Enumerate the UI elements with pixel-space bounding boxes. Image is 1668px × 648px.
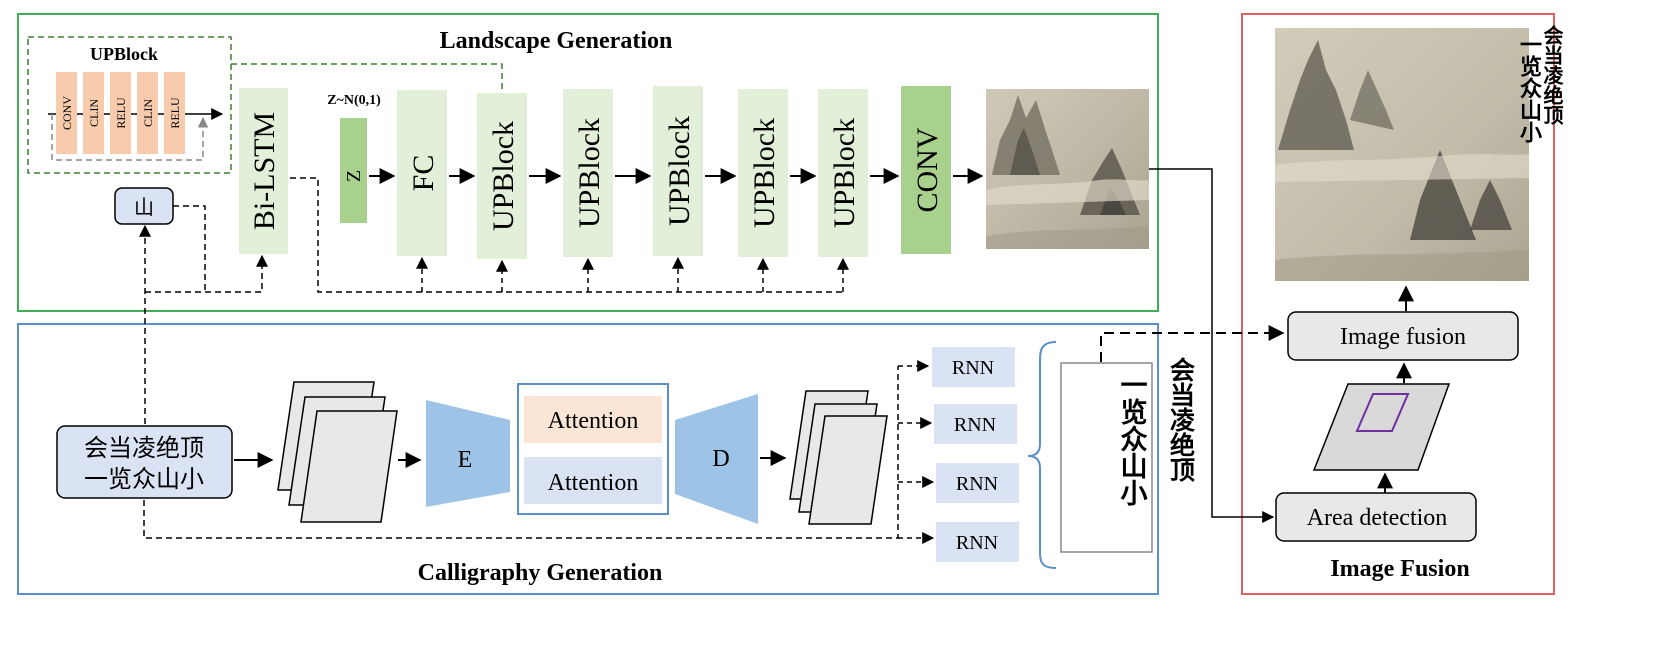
- calligraphy-generation-title: Calligraphy Generation: [418, 560, 663, 586]
- noise-label: Z~N(0,1): [327, 93, 381, 108]
- inset-layer-label: CLIN: [141, 99, 155, 127]
- calligraphy-to-fusion-connector: [1100, 325, 1285, 362]
- attention-top-label: Attention: [548, 408, 639, 434]
- detected-region-box: [1355, 393, 1410, 432]
- area-detection-label: Area detection: [1307, 505, 1448, 531]
- bilstm-label: Bi-LSTM: [248, 112, 281, 230]
- bilstm-block: [239, 88, 288, 254]
- fused-painting-image: 一览众山小 会当凌绝顶: [1275, 24, 1564, 281]
- image-fusion-label: Image fusion: [1340, 324, 1466, 350]
- mountain-to-bilstm-connector: [173, 205, 206, 292]
- upblock-1: [477, 93, 527, 259]
- attention-top-block: [524, 396, 662, 443]
- upblock-4-label: UPBlock: [748, 118, 781, 228]
- rnn-merge-brace: [1027, 341, 1057, 569]
- inset-layer-relu: [110, 72, 131, 154]
- upblock-2: [563, 89, 613, 257]
- rnn-label: RNN: [956, 532, 998, 554]
- inset-layer-clin-2: [137, 72, 158, 154]
- image-fusion-box: [1287, 311, 1519, 361]
- conv-block: [901, 86, 951, 254]
- poem-line-1: 会当凌绝顶: [84, 434, 204, 462]
- inset-layer-clin: [83, 72, 104, 154]
- encoder-label: E: [458, 447, 473, 473]
- upblock-inset-title: UPBlock: [90, 44, 158, 64]
- encoder-shape: [426, 400, 510, 507]
- inset-layer-label: CONV: [60, 96, 74, 130]
- fc-label: FC: [407, 155, 440, 192]
- inset-layer-conv: [56, 72, 77, 154]
- mountain-char: 山: [134, 195, 154, 219]
- calligraphy-output-image: [1060, 362, 1153, 553]
- poem-to-rnn-connector: [143, 366, 899, 539]
- decoder-shape: [675, 394, 758, 524]
- inset-layer-stack: CONV CLIN RELU CLIN RELU: [56, 72, 185, 154]
- attention-bottom-label: Attention: [548, 470, 639, 496]
- upblock-3-label: UPBlock: [663, 116, 696, 226]
- rnn-block-4: [936, 522, 1019, 562]
- upblock-3: [653, 86, 703, 256]
- inset-layer-relu-2: [164, 72, 185, 154]
- image-fusion-panel: [1241, 13, 1555, 595]
- input-feature-stack: [277, 381, 398, 523]
- poem-input-box: [56, 425, 233, 499]
- conv-label: CONV: [911, 127, 944, 212]
- bilstm-feed-line: [145, 254, 268, 293]
- upblock-5-label: UPBlock: [828, 118, 861, 228]
- landscape-generation-title: Landscape Generation: [440, 28, 673, 54]
- rnn-label: RNN: [956, 473, 998, 495]
- rnn-block-1: [932, 347, 1015, 387]
- rnn-label: RNN: [954, 414, 996, 436]
- z-block: [340, 118, 367, 223]
- landscape-generation-panel: [17, 13, 1159, 312]
- inset-layer-label: CLIN: [87, 99, 101, 127]
- calligraphy-generation-panel: [17, 323, 1159, 595]
- inset-to-upblock-connector: [231, 63, 503, 92]
- rnn-block-3: [936, 463, 1019, 503]
- decoder-label: D: [712, 446, 729, 472]
- upblock-inset: [27, 36, 232, 174]
- upblock-1-label: UPBlock: [487, 121, 520, 231]
- output-feature-stack: [789, 390, 888, 525]
- landscape-to-area-detection-connector: [1149, 168, 1275, 523]
- rnn-label: RNN: [952, 357, 994, 379]
- rnn-block-2: [934, 404, 1017, 444]
- area-detection-box: [1275, 492, 1477, 542]
- image-fusion-title: Image Fusion: [1330, 556, 1469, 582]
- attention-bottom-block: [524, 457, 662, 504]
- inset-layer-label: RELU: [168, 97, 182, 129]
- inset-layer-label: RELU: [114, 97, 128, 129]
- z-label: Z: [343, 170, 365, 182]
- poem-line-2: 一览众山小: [84, 465, 204, 493]
- generated-landscape-image: [986, 89, 1149, 249]
- upblock-5: [818, 89, 868, 257]
- text-embedding-bus: [290, 177, 843, 293]
- detected-region-plane: [1312, 383, 1451, 471]
- fc-block: [397, 90, 447, 256]
- upblock-4: [738, 89, 788, 257]
- upblock-2-label: UPBlock: [573, 118, 606, 228]
- inset-skip-line: [51, 114, 209, 161]
